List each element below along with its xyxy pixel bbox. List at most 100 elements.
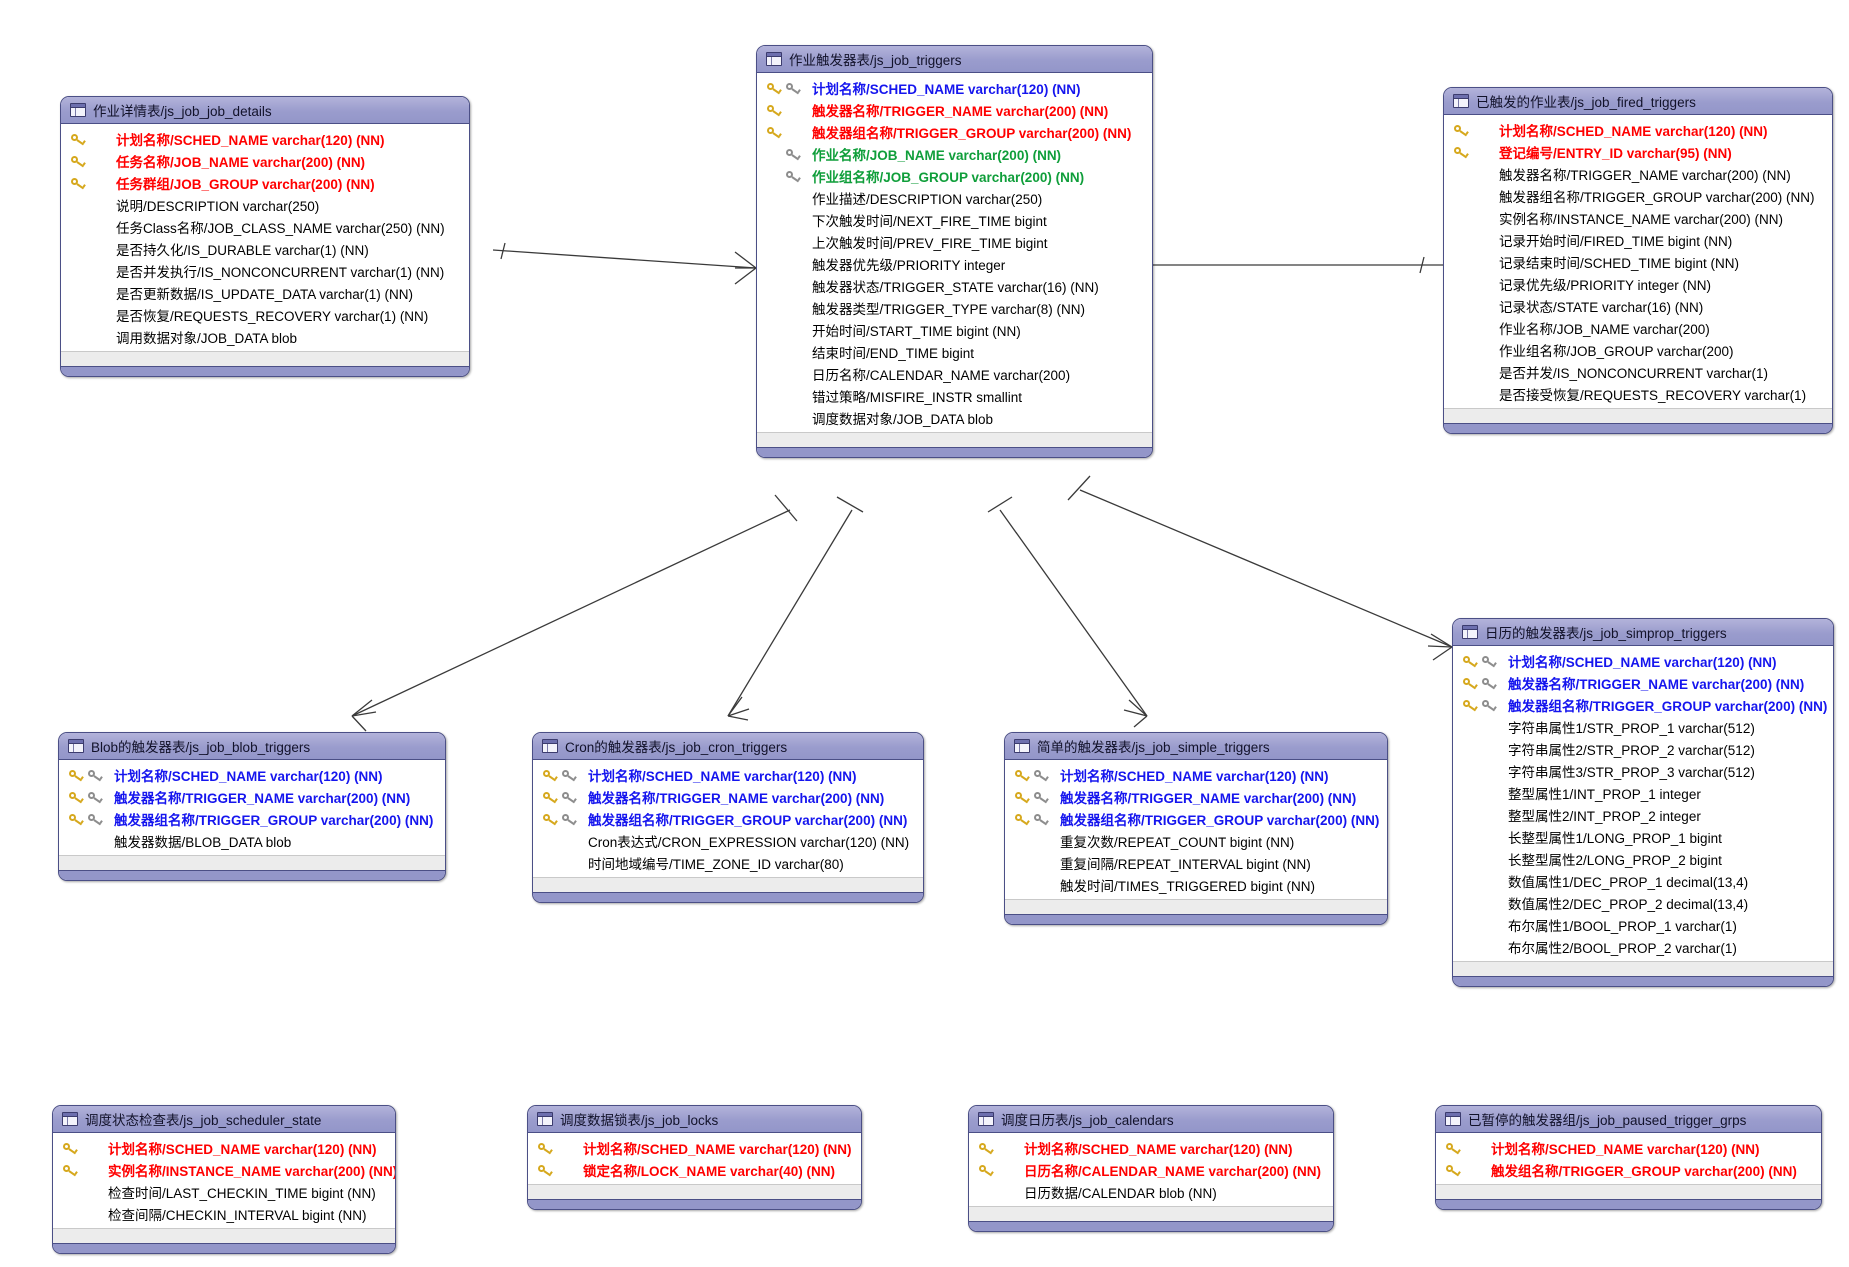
- attribute-row[interactable]: 触发器名称/TRIGGER_NAME varchar(200) (NN): [1444, 163, 1832, 185]
- entity-header-js_job_triggers[interactable]: 作业触发器表/js_job_triggers: [757, 46, 1152, 73]
- attribute-row[interactable]: 是否更新数据/IS_UPDATE_DATA varchar(1) (NN): [61, 282, 469, 304]
- attribute-row[interactable]: 检查间隔/CHECKIN_INTERVAL bigint (NN): [53, 1203, 395, 1225]
- attribute-row[interactable]: 整型属性1/INT_PROP_1 integer: [1453, 782, 1833, 804]
- attribute-row[interactable]: 触发时间/TIMES_TRIGGERED bigint (NN): [1005, 874, 1387, 896]
- attribute-row[interactable]: 作业名称/JOB_NAME varchar(200): [1444, 317, 1832, 339]
- attribute-row[interactable]: 计划名称/SCHED_NAME varchar(120) (NN): [1005, 764, 1387, 786]
- attribute-row[interactable]: 计划名称/SCHED_NAME varchar(120) (NN): [59, 764, 445, 786]
- attribute-row[interactable]: 重复间隔/REPEAT_INTERVAL bigint (NN): [1005, 852, 1387, 874]
- attribute-row[interactable]: 计划名称/SCHED_NAME varchar(120) (NN): [533, 764, 923, 786]
- attribute-row[interactable]: 计划名称/SCHED_NAME varchar(120) (NN): [61, 128, 469, 150]
- attribute-row[interactable]: 触发器组名称/TRIGGER_GROUP varchar(200) (NN): [59, 808, 445, 830]
- attribute-row[interactable]: 时间地域编号/TIME_ZONE_ID varchar(80): [533, 852, 923, 874]
- attribute-row[interactable]: 数值属性1/DEC_PROP_1 decimal(13,4): [1453, 870, 1833, 892]
- entity-js_job_calendars[interactable]: 调度日历表/js_job_calendars 计划名称/SCHED_NAME va…: [968, 1105, 1334, 1232]
- attribute-row[interactable]: 检查时间/LAST_CHECKIN_TIME bigint (NN): [53, 1181, 395, 1203]
- attribute-row[interactable]: 计划名称/SCHED_NAME varchar(120) (NN): [53, 1137, 395, 1159]
- entity-header-js_job_paused_trigger_grps[interactable]: 已暂停的触发器组/js_job_paused_trigger_grps: [1436, 1106, 1821, 1133]
- entity-header-js_job_fired_triggers[interactable]: 已触发的作业表/js_job_fired_triggers: [1444, 88, 1832, 115]
- attribute-row[interactable]: 触发器名称/TRIGGER_NAME varchar(200) (NN): [533, 786, 923, 808]
- attribute-row[interactable]: 任务名称/JOB_NAME varchar(200) (NN): [61, 150, 469, 172]
- entity-js_job_job_details[interactable]: 作业详情表/js_job_job_details 计划名称/SCHED_NAME …: [60, 96, 470, 377]
- entity-js_job_fired_triggers[interactable]: 已触发的作业表/js_job_fired_triggers 计划名称/SCHED_…: [1443, 87, 1833, 434]
- attribute-row[interactable]: 触发器数据/BLOB_DATA blob: [59, 830, 445, 852]
- attribute-row[interactable]: 错过策略/MISFIRE_INSTR smallint: [757, 385, 1152, 407]
- entity-header-js_job_calendars[interactable]: 调度日历表/js_job_calendars: [969, 1106, 1333, 1133]
- attribute-row[interactable]: 触发器组名称/TRIGGER_GROUP varchar(200) (NN): [1453, 694, 1833, 716]
- entity-js_job_simprop_triggers[interactable]: 日历的触发器表/js_job_simprop_triggers 计划名称/SCHE…: [1452, 618, 1834, 987]
- attribute-row[interactable]: 登记编号/ENTRY_ID varchar(95) (NN): [1444, 141, 1832, 163]
- attribute-row[interactable]: 数值属性2/DEC_PROP_2 decimal(13,4): [1453, 892, 1833, 914]
- attribute-row[interactable]: 计划名称/SCHED_NAME varchar(120) (NN): [757, 77, 1152, 99]
- attribute-row[interactable]: 是否并发执行/IS_NONCONCURRENT varchar(1) (NN): [61, 260, 469, 282]
- attribute-row[interactable]: 触发器类型/TRIGGER_TYPE varchar(8) (NN): [757, 297, 1152, 319]
- attribute-row[interactable]: 触发组名称/TRIGGER_GROUP varchar(200) (NN): [1436, 1159, 1821, 1181]
- entity-js_job_triggers[interactable]: 作业触发器表/js_job_triggers 计划名称/SCHED_NAME va…: [756, 45, 1153, 458]
- attribute-row[interactable]: 是否恢复/REQUESTS_RECOVERY varchar(1) (NN): [61, 304, 469, 326]
- attribute-row[interactable]: 长整型属性2/LONG_PROP_2 bigint: [1453, 848, 1833, 870]
- attribute-row[interactable]: 触发器组名称/TRIGGER_GROUP varchar(200) (NN): [757, 121, 1152, 143]
- attribute-row[interactable]: 触发器名称/TRIGGER_NAME varchar(200) (NN): [59, 786, 445, 808]
- attribute-row[interactable]: 实例名称/INSTANCE_NAME varchar(200) (NN): [1444, 207, 1832, 229]
- entity-js_job_locks[interactable]: 调度数据锁表/js_job_locks 计划名称/SCHED_NAME varch…: [527, 1105, 862, 1210]
- attribute-row[interactable]: 调度数据对象/JOB_DATA blob: [757, 407, 1152, 429]
- attribute-row[interactable]: 整型属性2/INT_PROP_2 integer: [1453, 804, 1833, 826]
- attribute-row[interactable]: 字符串属性1/STR_PROP_1 varchar(512): [1453, 716, 1833, 738]
- attribute-row[interactable]: 任务群组/JOB_GROUP varchar(200) (NN): [61, 172, 469, 194]
- attribute-row[interactable]: 作业名称/JOB_NAME varchar(200) (NN): [757, 143, 1152, 165]
- attribute-row[interactable]: 触发器组名称/TRIGGER_GROUP varchar(200) (NN): [1444, 185, 1832, 207]
- attribute-row[interactable]: 记录状态/STATE varchar(16) (NN): [1444, 295, 1832, 317]
- attribute-row[interactable]: 调用数据对象/JOB_DATA blob: [61, 326, 469, 348]
- attribute-row[interactable]: 布尔属性1/BOOL_PROP_1 varchar(1): [1453, 914, 1833, 936]
- entity-header-js_job_simple_triggers[interactable]: 简单的触发器表/js_job_simple_triggers: [1005, 733, 1387, 760]
- attribute-row[interactable]: 记录结束时间/SCHED_TIME bigint (NN): [1444, 251, 1832, 273]
- attribute-row[interactable]: 计划名称/SCHED_NAME varchar(120) (NN): [969, 1137, 1333, 1159]
- attribute-row[interactable]: 布尔属性2/BOOL_PROP_2 varchar(1): [1453, 936, 1833, 958]
- attribute-row[interactable]: 日历名称/CALENDAR_NAME varchar(200) (NN): [969, 1159, 1333, 1181]
- attribute-row[interactable]: 记录优先级/PRIORITY integer (NN): [1444, 273, 1832, 295]
- entity-header-js_job_cron_triggers[interactable]: Cron的触发器表/js_job_cron_triggers: [533, 733, 923, 760]
- attribute-row[interactable]: 是否接受恢复/REQUESTS_RECOVERY varchar(1): [1444, 383, 1832, 405]
- attribute-row[interactable]: 日历名称/CALENDAR_NAME varchar(200): [757, 363, 1152, 385]
- attribute-row[interactable]: 计划名称/SCHED_NAME varchar(120) (NN): [528, 1137, 861, 1159]
- attribute-row[interactable]: 触发器状态/TRIGGER_STATE varchar(16) (NN): [757, 275, 1152, 297]
- attribute-row[interactable]: 触发器名称/TRIGGER_NAME varchar(200) (NN): [1453, 672, 1833, 694]
- attribute-row[interactable]: 计划名称/SCHED_NAME varchar(120) (NN): [1453, 650, 1833, 672]
- entity-header-js_job_job_details[interactable]: 作业详情表/js_job_job_details: [61, 97, 469, 124]
- attribute-row[interactable]: 字符串属性3/STR_PROP_3 varchar(512): [1453, 760, 1833, 782]
- attribute-row[interactable]: 作业描述/DESCRIPTION varchar(250): [757, 187, 1152, 209]
- attribute-row[interactable]: 字符串属性2/STR_PROP_2 varchar(512): [1453, 738, 1833, 760]
- entity-js_job_simple_triggers[interactable]: 简单的触发器表/js_job_simple_triggers 计划名称/SCHED…: [1004, 732, 1388, 925]
- attribute-row[interactable]: 作业组名称/JOB_GROUP varchar(200): [1444, 339, 1832, 361]
- entity-header-js_job_locks[interactable]: 调度数据锁表/js_job_locks: [528, 1106, 861, 1133]
- attribute-row[interactable]: 触发器组名称/TRIGGER_GROUP varchar(200) (NN): [533, 808, 923, 830]
- attribute-row[interactable]: 触发器组名称/TRIGGER_GROUP varchar(200) (NN): [1005, 808, 1387, 830]
- attribute-row[interactable]: 说明/DESCRIPTION varchar(250): [61, 194, 469, 216]
- attribute-row[interactable]: 触发器优先级/PRIORITY integer: [757, 253, 1152, 275]
- entity-js_job_paused_trigger_grps[interactable]: 已暂停的触发器组/js_job_paused_trigger_grps 计划名称/…: [1435, 1105, 1822, 1210]
- attribute-row[interactable]: 记录开始时间/FIRED_TIME bigint (NN): [1444, 229, 1832, 251]
- attribute-row[interactable]: 开始时间/START_TIME bigint (NN): [757, 319, 1152, 341]
- attribute-row[interactable]: 长整型属性1/LONG_PROP_1 bigint: [1453, 826, 1833, 848]
- attribute-row[interactable]: 重复次数/REPEAT_COUNT bigint (NN): [1005, 830, 1387, 852]
- attribute-row[interactable]: 计划名称/SCHED_NAME varchar(120) (NN): [1444, 119, 1832, 141]
- entity-header-js_job_scheduler_state[interactable]: 调度状态检查表/js_job_scheduler_state: [53, 1106, 395, 1133]
- attribute-row[interactable]: 触发器名称/TRIGGER_NAME varchar(200) (NN): [757, 99, 1152, 121]
- attribute-row[interactable]: 任务Class名称/JOB_CLASS_NAME varchar(250) (N…: [61, 216, 469, 238]
- attribute-row[interactable]: 锁定名称/LOCK_NAME varchar(40) (NN): [528, 1159, 861, 1181]
- entity-js_job_cron_triggers[interactable]: Cron的触发器表/js_job_cron_triggers 计划名称/SCHED…: [532, 732, 924, 903]
- attribute-row[interactable]: 下次触发时间/NEXT_FIRE_TIME bigint: [757, 209, 1152, 231]
- attribute-row[interactable]: 日历数据/CALENDAR blob (NN): [969, 1181, 1333, 1203]
- attribute-row[interactable]: 作业组名称/JOB_GROUP varchar(200) (NN): [757, 165, 1152, 187]
- attribute-row[interactable]: 触发器名称/TRIGGER_NAME varchar(200) (NN): [1005, 786, 1387, 808]
- attribute-row[interactable]: 上次触发时间/PREV_FIRE_TIME bigint: [757, 231, 1152, 253]
- entity-header-js_job_simprop_triggers[interactable]: 日历的触发器表/js_job_simprop_triggers: [1453, 619, 1833, 646]
- attribute-row[interactable]: 实例名称/INSTANCE_NAME varchar(200) (NN): [53, 1159, 395, 1181]
- entity-js_job_scheduler_state[interactable]: 调度状态检查表/js_job_scheduler_state 计划名称/SCHED…: [52, 1105, 396, 1254]
- attribute-row[interactable]: 计划名称/SCHED_NAME varchar(120) (NN): [1436, 1137, 1821, 1159]
- attribute-row[interactable]: 是否持久化/IS_DURABLE varchar(1) (NN): [61, 238, 469, 260]
- attribute-row[interactable]: 结束时间/END_TIME bigint: [757, 341, 1152, 363]
- attribute-row[interactable]: Cron表达式/CRON_EXPRESSION varchar(120) (NN…: [533, 830, 923, 852]
- attribute-row[interactable]: 是否并发/IS_NONCONCURRENT varchar(1): [1444, 361, 1832, 383]
